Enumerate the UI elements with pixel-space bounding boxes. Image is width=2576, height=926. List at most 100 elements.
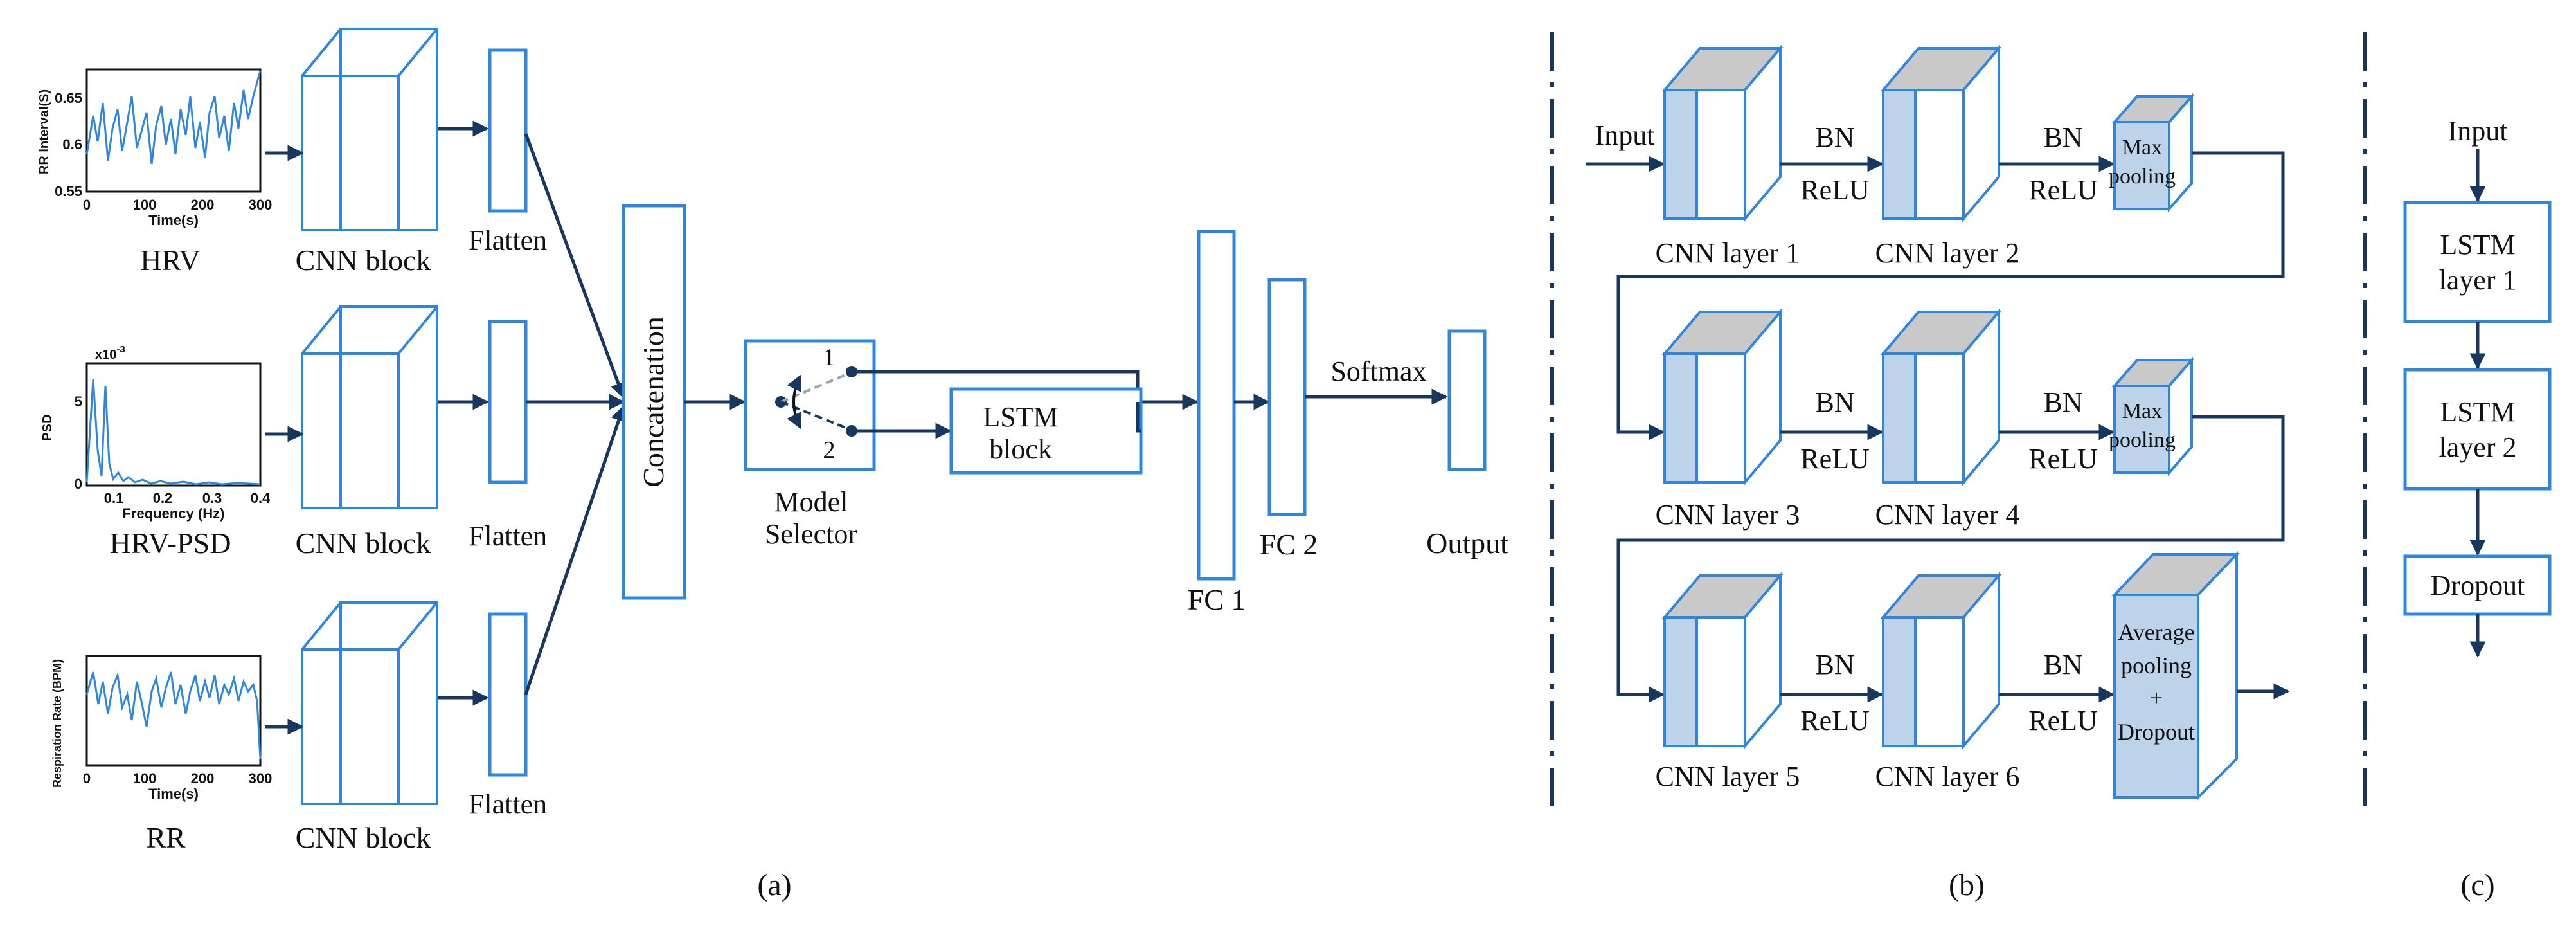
panel-b-caption: (b) (1949, 868, 1985, 902)
row3-bn-1: BN (1815, 649, 1854, 680)
flatten-label-1: Flatten (469, 224, 547, 256)
hrv-ytick-2: 0.6 (62, 136, 82, 152)
cnn-layer-2 (1880, 44, 2002, 222)
fc1-label: FC 1 (1188, 583, 1246, 616)
row1-relu-1: ReLU (1800, 174, 1870, 206)
cnn-layer-5-label: CNN layer 5 (1656, 761, 1800, 792)
rr-signal-line (85, 671, 262, 759)
cnn-layer-4 (1880, 308, 2002, 486)
cnn-layer-5 (1661, 572, 1784, 750)
fc2-layer (1267, 278, 1307, 516)
psd-exponent: x10-3 (95, 344, 125, 362)
lstm-layer-1 (2403, 201, 2552, 323)
max-pooling-2-line1: Max (2122, 399, 2162, 423)
cnn-block-1 (301, 28, 438, 232)
cnn-block-label-3: CNN block (296, 821, 431, 854)
softmax-label: Softmax (1330, 356, 1426, 387)
hrv-input-name: HRV (140, 244, 200, 277)
flatten-label-3: Flatten (469, 788, 547, 820)
lstm-layer-1-line1: LSTM (2440, 229, 2515, 260)
flatten-bar-3 (488, 612, 528, 777)
flatten-label-2: Flatten (469, 520, 547, 552)
row1-to-row2-connector (1616, 151, 2285, 440)
concatenation-block (622, 204, 686, 600)
fc1-layer (1197, 230, 1236, 581)
selector-option-1: 1 (823, 344, 836, 371)
hrv-xtick-1: 0 (83, 197, 91, 213)
hrv-ytick-3: 0.55 (55, 183, 82, 199)
rr-input-name: RR (146, 821, 186, 854)
cnn-block-2 (301, 305, 438, 509)
hrv-plot: 0.65 0.6 0.55 0 100 200 300 Time(s) RR I… (37, 68, 273, 277)
panel-c: Input LSTM layer 1 LSTM layer 2 Dropout … (2403, 115, 2552, 902)
dropout-layer (2403, 554, 2552, 616)
selector-toggle-icon (787, 374, 801, 430)
psd-ytick-2: 0 (75, 476, 82, 492)
max-pooling-2-line2: pooling (2109, 428, 2176, 452)
model-selector-label-1: Model (774, 486, 848, 518)
avg-pool-line4: Dropout (2118, 719, 2195, 745)
selector-contact-2 (846, 425, 857, 437)
panel-c-caption: (c) (2460, 868, 2494, 902)
row2-to-row3-connector (1616, 415, 2285, 703)
concatenation-label: Concatenation (637, 316, 670, 487)
fc2-label: FC 2 (1260, 528, 1318, 561)
cnn-layer-3-label: CNN layer 3 (1656, 499, 1800, 531)
psd-ytick-1: 5 (75, 394, 82, 410)
flatten-bar-1 (488, 48, 528, 213)
output-label: Output (1426, 527, 1508, 559)
average-pooling-dropout (2111, 551, 2240, 801)
hrv-xtick-4: 300 (249, 197, 273, 213)
lstm-layer-2-line2: layer 2 (2439, 431, 2517, 463)
lstm-block-label-1: LSTM (983, 401, 1058, 433)
row2-relu-2: ReLU (2028, 443, 2098, 475)
row1-bn-2: BN (2043, 122, 2082, 153)
lstm-block-label-2: block (989, 433, 1052, 465)
cnn-layer-1 (1661, 44, 1784, 222)
hrv-ylabel: RR Interval(S) (37, 89, 51, 174)
row1-relu-2: ReLU (2028, 174, 2098, 206)
rr-plot-frame (85, 655, 262, 767)
dropout-label: Dropout (2431, 570, 2525, 601)
model-selector-label-2: Selector (765, 518, 858, 550)
selector-to-fc1-arrow (857, 370, 1199, 410)
flatten-bar-2 (488, 320, 528, 484)
hrv-xlabel: Time(s) (148, 212, 199, 228)
row3-relu-1: ReLU (1800, 705, 1870, 736)
psd-xtick-3: 0.3 (202, 490, 222, 506)
hrv-signal-line (85, 70, 262, 165)
cnn-block-label-2: CNN block (296, 527, 431, 559)
rr-ylabel: Respiration Rate (BPM) (51, 659, 64, 788)
rr-xtick-3: 200 (191, 770, 215, 786)
psd-xtick-1: 0.1 (104, 490, 124, 506)
cnn-layer-2-label: CNN layer 2 (1875, 237, 2020, 269)
row2-bn-2: BN (2043, 386, 2082, 418)
hrv-ytick-1: 0.65 (55, 90, 82, 106)
row2-relu-1: ReLU (1800, 443, 1870, 475)
avg-pool-line1: Average (2118, 619, 2194, 645)
row2-bn-1: BN (1815, 386, 1854, 418)
hrv-xtick-3: 200 (191, 197, 215, 213)
panel-c-input-label: Input (2448, 115, 2508, 147)
lstm-to-fc1-connector (1136, 402, 1141, 433)
psd-plot-frame (85, 362, 262, 487)
avg-pool-line3: + (2150, 685, 2163, 711)
row3-relu-2: ReLU (2028, 705, 2098, 736)
max-pooling-2 (2111, 356, 2195, 477)
model-selector: 1 2 Model Selector (744, 339, 876, 550)
rr-plot: 0 100 200 300 Time(s) Respiration Rate (… (51, 655, 273, 854)
cnn-layer-6 (1880, 572, 2002, 750)
model-selector-box (744, 339, 876, 471)
max-pooling-1-line2: pooling (2109, 165, 2176, 188)
row1-bn-1: BN (1815, 122, 1854, 153)
max-pooling-1 (2111, 93, 2195, 213)
cnn-layer-4-label: CNN layer 4 (1875, 499, 2020, 531)
cnn-block-label-1: CNN block (296, 244, 431, 277)
rr-xlabel: Time(s) (148, 786, 199, 802)
output-layer (1447, 329, 1487, 471)
cnn-layer-6-label: CNN layer 6 (1875, 761, 2020, 792)
rr-xtick-4: 300 (249, 770, 273, 786)
hrv-xtick-2: 100 (133, 197, 157, 213)
